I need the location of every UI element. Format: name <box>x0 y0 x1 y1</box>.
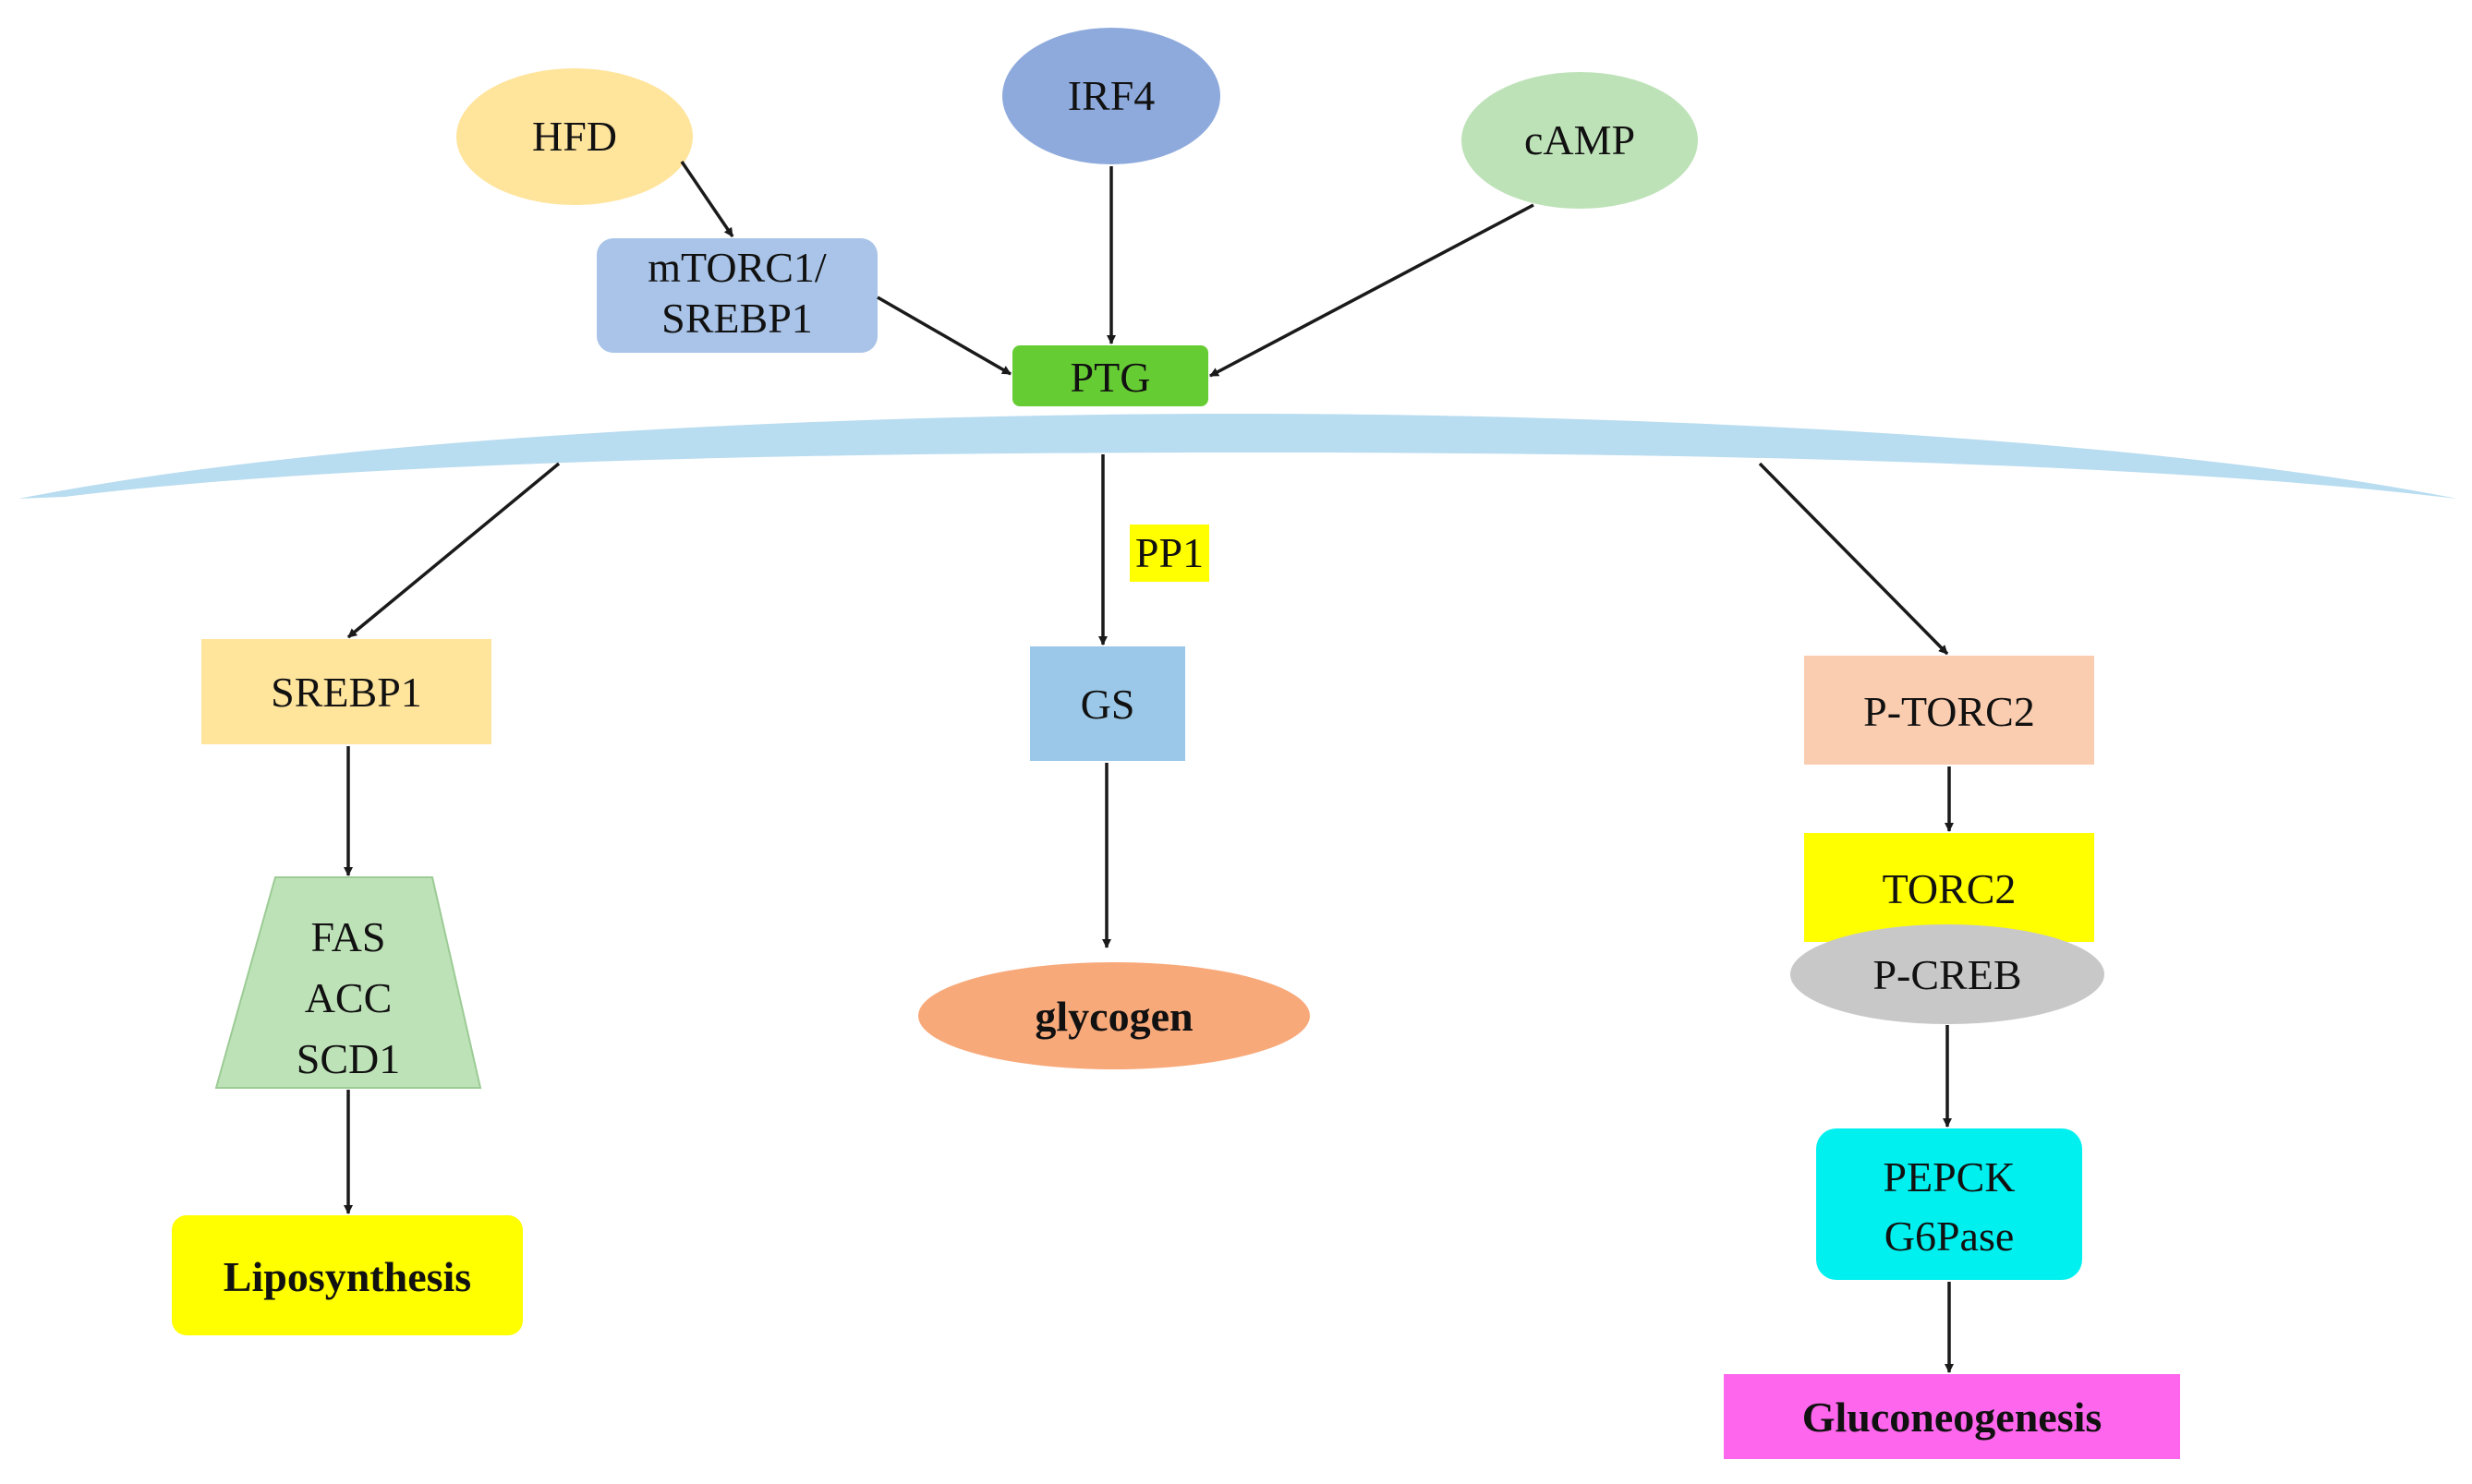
svg-text:glycogen: glycogen <box>1035 993 1193 1040</box>
gluconeogenesis-node: Gluconeogenesis <box>1724 1374 2180 1459</box>
arrow-membrane-to-srebp1 <box>346 462 561 639</box>
torc2-node: TORC2 <box>1804 833 2094 942</box>
p-creb-node: P-CREB <box>1790 924 2104 1024</box>
svg-text:P-CREB: P-CREB <box>1872 951 2021 998</box>
liposynthesis-node: Liposynthesis <box>172 1215 523 1335</box>
arrow-mtorc1-to-ptg <box>877 296 1012 376</box>
svg-text:cAMP: cAMP <box>1524 116 1635 163</box>
svg-text:Gluconeogenesis: Gluconeogenesis <box>1802 1394 2102 1441</box>
srebp1-node: SREBP1 <box>201 639 491 744</box>
arrow-hfd-to-mtorc1 <box>680 161 734 237</box>
svg-text:ACC: ACC <box>305 974 393 1021</box>
p-torc2-node: P-TORC2 <box>1804 656 2094 765</box>
svg-text:Liposynthesis: Liposynthesis <box>224 1253 471 1300</box>
svg-text:PP1: PP1 <box>1135 529 1204 576</box>
svg-text:IRF4: IRF4 <box>1068 72 1156 119</box>
glycogen-node: glycogen <box>918 962 1310 1069</box>
mtorc1-srebp1-node: mTORC1/ SREBP1 <box>597 238 878 353</box>
svg-text:mTORC1/: mTORC1/ <box>648 244 827 291</box>
arrow-membrane-to-p-torc2 <box>1758 462 1949 656</box>
svg-text:TORC2: TORC2 <box>1883 865 2017 912</box>
ptg-node: PTG <box>1012 345 1208 406</box>
hfd-node: HFD <box>456 68 693 205</box>
svg-text:SCD1: SCD1 <box>297 1035 400 1082</box>
gs-node: GS <box>1030 646 1185 761</box>
svg-text:P-TORC2: P-TORC2 <box>1863 688 2035 735</box>
svg-text:PEPCK: PEPCK <box>1883 1153 2015 1200</box>
svg-text:G6Pase: G6Pase <box>1884 1213 2015 1260</box>
irf4-node: IRF4 <box>1002 28 1220 164</box>
svg-text:FAS: FAS <box>311 913 386 960</box>
svg-text:PTG: PTG <box>1071 354 1151 401</box>
svg-text:HFD: HFD <box>532 113 617 160</box>
svg-text:SREBP1: SREBP1 <box>661 295 813 342</box>
svg-text:SREBP1: SREBP1 <box>271 669 422 716</box>
pp1-label: PP1 <box>1130 525 1209 582</box>
cell-membrane <box>18 414 2457 499</box>
pepck-g6pase-node: PEPCK G6Pase <box>1816 1128 2082 1280</box>
camp-node: cAMP <box>1461 72 1698 209</box>
arrow-camp-to-ptg <box>1209 203 1534 378</box>
svg-text:GS: GS <box>1081 681 1135 728</box>
fas-acc-scd1-node: FAS ACC SCD1 <box>214 876 482 1089</box>
